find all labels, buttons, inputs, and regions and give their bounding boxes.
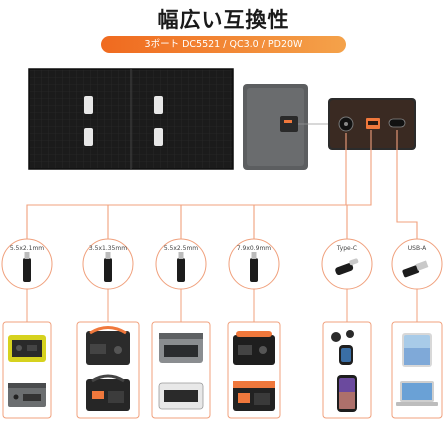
connector-label: 7.9x0.9mm <box>237 245 271 252</box>
panel-handle-slot <box>84 128 93 146</box>
solar-panel <box>28 68 234 170</box>
earbuds-smartwatch-icon <box>331 330 354 365</box>
power-station-black-orange-icon <box>86 326 130 365</box>
laptop-icon <box>396 381 438 406</box>
power-station-white-icon <box>158 382 204 410</box>
power-station-black-handle-icon <box>233 331 275 365</box>
connector-label: Type-C <box>336 245 357 252</box>
connector-label: 5.5x2.5mm <box>164 245 198 252</box>
panel-handle-slot <box>154 96 163 114</box>
connector-circles <box>1 238 443 290</box>
tablet-icon <box>402 333 432 367</box>
portable-power-station-yellow-icon <box>8 335 46 362</box>
ports-closeup <box>298 98 416 150</box>
power-station-orange-black-icon <box>233 381 275 411</box>
usb-c-port-icon <box>388 118 406 128</box>
power-station-silver-icon <box>159 333 203 363</box>
connector-label: 5.5x2.1mm <box>10 245 44 252</box>
connector-5-5x2-1 <box>1 238 53 290</box>
portable-power-station-grey-icon <box>8 383 46 407</box>
connector-usb-a <box>391 238 443 290</box>
page-title: 幅広い互換性 <box>157 8 290 32</box>
connector-type-c <box>321 238 373 290</box>
panel-handle-slot <box>154 128 163 146</box>
device-boxes <box>2 321 443 419</box>
connector-label: USB-A <box>408 245 427 252</box>
connection-lines <box>26 130 418 240</box>
connector-7-9x0-9 <box>228 238 280 290</box>
junction-box <box>243 84 308 170</box>
ports-badge: 3ポート DC5521 / QC3.0 / PD20W <box>101 36 346 53</box>
connector-label: 3.5x1.35mm <box>89 245 127 252</box>
connector-5-5x2-5 <box>155 238 207 290</box>
device-link-lines <box>26 289 418 322</box>
panel-handle-slot <box>84 96 93 114</box>
connector-labels: 5.5x2.1mm 3.5x1.35mm 5.5x2.5mm 7.9x0.9mm… <box>10 245 427 252</box>
smartphone-icon <box>337 375 357 412</box>
power-station-black-compact-icon <box>86 374 130 411</box>
